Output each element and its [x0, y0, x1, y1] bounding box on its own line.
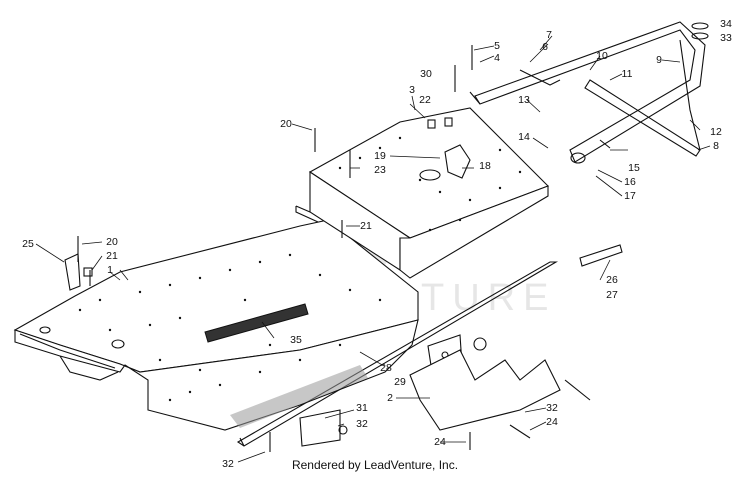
part-label-32-a: 32 [356, 418, 368, 430]
part-label-19: 19 [374, 150, 386, 162]
part-label-31: 31 [356, 402, 368, 414]
part-label-6: 6 [542, 41, 548, 53]
part-label-18: 18 [479, 160, 491, 172]
part-label-35: 35 [290, 334, 302, 346]
part-label-20-b: 20 [106, 236, 118, 248]
front-tunnel-section [13, 219, 559, 447]
part-label-12: 12 [710, 126, 722, 138]
part-label-21-a: 21 [360, 220, 372, 232]
rear-bracket-parts [64, 244, 623, 447]
part-labels: 1 2 3 4 5 6 7 8 9 10 11 12 13 14 15 16 1… [22, 18, 732, 470]
part-label-20-a: 20 [280, 118, 292, 130]
part-label-4: 4 [494, 52, 500, 64]
part-label-28: 28 [380, 362, 392, 374]
part-label-23: 23 [374, 164, 386, 176]
part-label-29: 29 [394, 376, 406, 388]
part-label-5: 5 [494, 40, 500, 52]
part-label-11: 11 [622, 68, 633, 80]
part-label-7: 7 [546, 29, 552, 41]
part-label-1: 1 [107, 264, 113, 276]
part-label-33: 33 [720, 32, 732, 44]
part-label-25: 25 [22, 238, 34, 250]
part-label-14: 14 [518, 131, 530, 143]
leader-lines [35, 35, 711, 463]
part-label-22: 22 [419, 94, 431, 106]
part-label-21-b: 21 [106, 250, 118, 262]
part-label-9: 9 [656, 54, 662, 66]
credit-text: Rendered by LeadVenture, Inc. [292, 458, 458, 472]
part-label-24-b: 24 [546, 416, 558, 428]
part-label-8: 8 [713, 140, 719, 152]
part-label-3: 3 [409, 84, 415, 96]
part-label-2: 2 [387, 392, 393, 404]
part-label-13: 13 [518, 94, 530, 106]
bolts [77, 45, 591, 452]
part-label-17: 17 [624, 190, 636, 202]
rear-tunnel-section [295, 107, 549, 279]
rear-grab-bar [469, 21, 709, 164]
part-label-26: 26 [606, 274, 618, 286]
part-label-34: 34 [720, 18, 732, 30]
part-label-27: 27 [606, 289, 618, 301]
part-label-30: 30 [420, 68, 432, 80]
part-label-32-b: 32 [546, 402, 558, 414]
part-label-10: 10 [596, 50, 608, 62]
part-label-32-c: 32 [222, 458, 234, 470]
part-label-15: 15 [628, 162, 640, 174]
part-label-24-a: 24 [434, 436, 446, 448]
part-label-16: 16 [624, 176, 636, 188]
